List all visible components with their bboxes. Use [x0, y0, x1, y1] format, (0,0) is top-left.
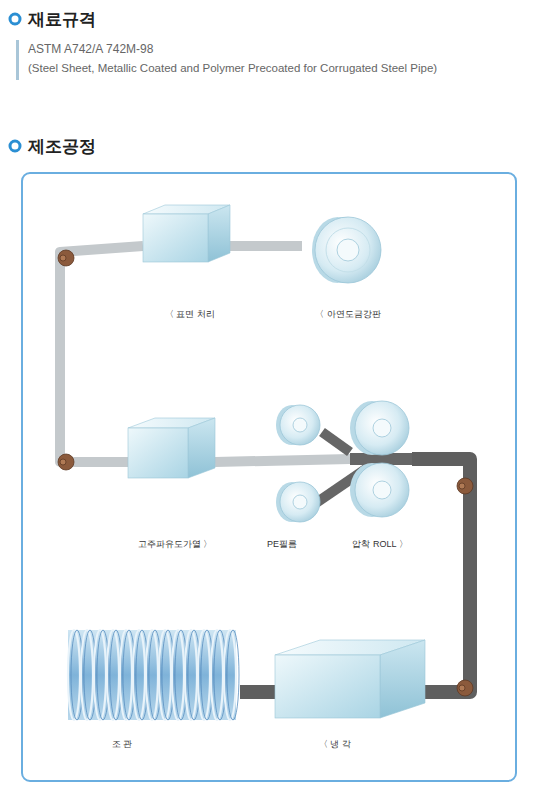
press-roll-node: 압착 ROLL 〉 — [350, 398, 412, 518]
pipe-ring — [211, 630, 223, 720]
pipe-ring — [120, 630, 132, 720]
pipe-ring — [224, 630, 236, 720]
process-label: PE필름 — [265, 538, 299, 551]
pipe-ring — [133, 630, 145, 720]
press-rolls — [350, 401, 409, 517]
pipe-ring — [94, 630, 106, 720]
galvanized-coil-node: 〈 아연도금강판 — [302, 217, 381, 283]
process-label: 〈 아연도금강판 — [313, 308, 383, 321]
header-bullet — [10, 14, 20, 24]
pipe-ring — [107, 630, 119, 720]
pipe-ring — [146, 630, 158, 720]
pipe-ring — [227, 630, 239, 720]
steel-strip — [240, 685, 275, 699]
pe-film-node: PE필름 — [276, 403, 322, 524]
spec-text: ASTM A742/A 742M-98 — [28, 42, 153, 56]
pe-film-rolls — [276, 405, 320, 522]
galvanized-coil — [312, 217, 381, 283]
process-label: 〈 표면 처리 — [163, 308, 217, 321]
quote-bar — [16, 40, 19, 80]
induction-heating-node: 고주파유도가열 〉 — [128, 418, 215, 478]
pipe-ring — [198, 630, 210, 720]
cooling-machine — [275, 640, 425, 718]
process-label: 압착 ROLL 〉 — [350, 538, 409, 551]
section-heading: 재료규격 — [28, 8, 96, 31]
process-label: 조 관 — [110, 738, 135, 751]
pipe-forming-node: 조 관 — [62, 628, 240, 722]
section-heading: 제조공정 — [28, 135, 96, 158]
corrugated-pipe — [68, 630, 239, 720]
frame — [22, 173, 516, 781]
steel-strip — [322, 432, 350, 452]
steel-strip — [230, 241, 302, 251]
process-label: 고주파유도가열 〉 — [136, 538, 215, 551]
pipe-ring — [159, 630, 171, 720]
pipe-ring — [81, 630, 93, 720]
guide-rollers — [58, 250, 473, 696]
surface-treatment-node: 〈 표면 처리 — [143, 205, 230, 262]
header-bullet — [10, 141, 20, 151]
pipe-ring — [68, 630, 80, 720]
process-label: 〈 냉 각 — [317, 738, 353, 751]
surface-treatment-machine — [143, 205, 230, 262]
steel-strip — [215, 459, 350, 462]
pipe-ring — [172, 630, 184, 720]
spec-text: (Steel Sheet, Metallic Coated and Polyme… — [28, 62, 437, 74]
pipe-ring — [185, 630, 197, 720]
induction-heater — [128, 418, 215, 478]
cooling-node: 〈 냉 각 — [275, 640, 425, 718]
